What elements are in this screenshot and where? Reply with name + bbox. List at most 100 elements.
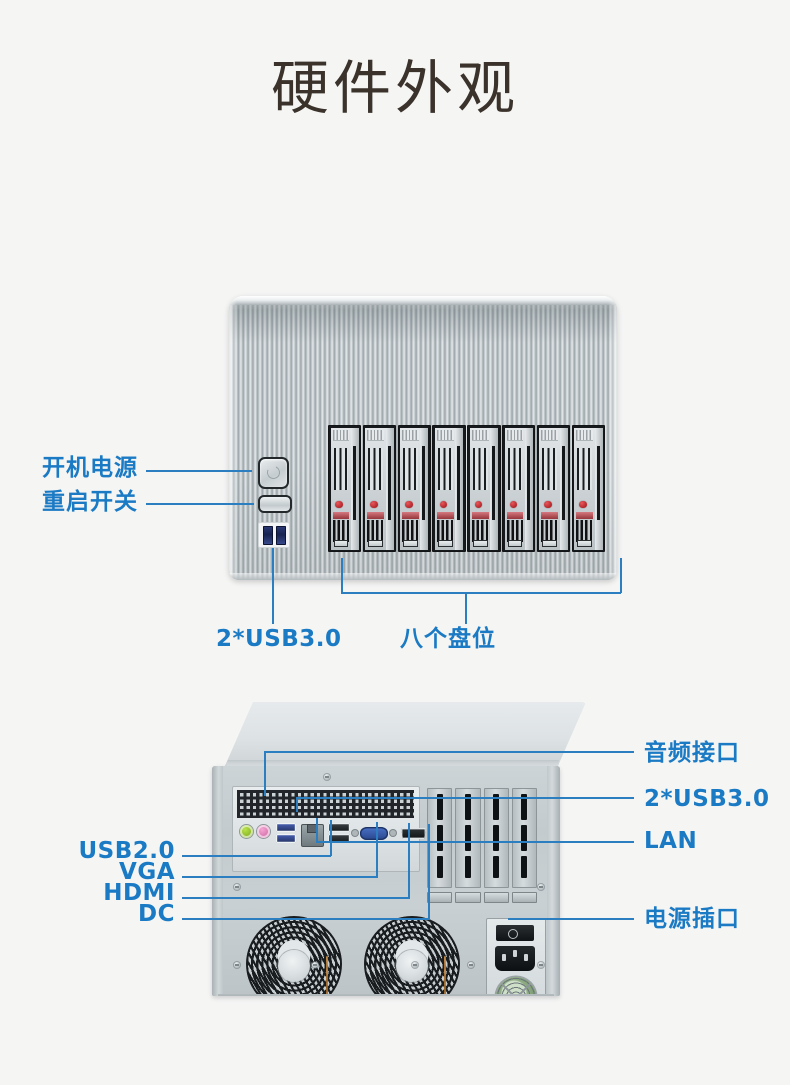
leader-line-audio-horizontal — [264, 751, 634, 753]
screw-icon — [538, 884, 544, 890]
psu-fan-grille — [496, 977, 536, 996]
drive-bay[interactable] — [432, 425, 466, 552]
callout-usb2-label: USB2.0 — [78, 838, 175, 864]
pci-slot-cover[interactable] — [511, 788, 537, 888]
usb-port-icon — [262, 525, 273, 545]
pci-slot-cover[interactable] — [427, 788, 453, 888]
callout-reset-label: 重启开关 — [42, 489, 138, 515]
leader-line-front-usb — [272, 548, 274, 624]
vga-port-icon[interactable] — [352, 827, 396, 840]
drive-lock-icon — [370, 500, 378, 508]
callout-vga-label: VGA — [119, 859, 175, 885]
drive-bay[interactable] — [571, 425, 606, 552]
leader-line-power-socket — [508, 918, 634, 920]
leader-line-rear-usb3-horizontal — [296, 797, 634, 799]
rear-right-post — [547, 766, 560, 996]
cooling-fan-grille — [246, 916, 342, 996]
leader-bracket-top — [341, 592, 621, 594]
drive-bay[interactable] — [328, 425, 362, 552]
reset-button[interactable] — [258, 495, 292, 513]
fan-wire — [326, 956, 328, 996]
power-inlet-socket[interactable] — [495, 946, 535, 971]
drive-lock-icon — [405, 500, 413, 508]
leader-line-hdmi-vertical — [408, 823, 410, 898]
front-right-edge — [608, 296, 617, 580]
chassis-lid-edge — [225, 760, 559, 769]
rear-usb3-ports[interactable] — [276, 823, 296, 846]
usb3-port-icon — [276, 834, 296, 843]
callout-rear-usb3-label: 2*USB3.0 — [644, 786, 770, 812]
callout-hdmi-label: HDMI — [103, 880, 175, 906]
callout-audio-label: 音频接口 — [644, 740, 740, 766]
pci-slot-group — [427, 788, 537, 888]
drive-bay[interactable] — [467, 425, 501, 552]
io-shield-plate — [232, 786, 449, 872]
chassis-foot — [218, 994, 554, 996]
drive-bay[interactable] — [502, 425, 536, 552]
drive-lock-icon — [439, 500, 448, 508]
cooling-fan-grille — [364, 916, 460, 996]
usb2-port-icon — [328, 834, 350, 843]
screw-icon — [324, 774, 330, 780]
leader-bracket-right — [620, 558, 622, 593]
leader-line-rear-usb3-vertical — [296, 798, 298, 812]
drive-lock-icon — [544, 500, 552, 508]
rear-panel — [212, 766, 560, 996]
leader-line-usb2-vertical — [330, 820, 332, 856]
screw-icon — [312, 962, 318, 968]
front-bottom-bevel — [229, 573, 617, 580]
callout-lan-label: LAN — [644, 828, 698, 854]
leader-line-vga-vertical — [376, 822, 378, 877]
drive-bay[interactable] — [397, 425, 431, 552]
fan-hub — [278, 950, 310, 982]
power-button[interactable] — [258, 457, 289, 489]
screw-icon — [412, 962, 418, 968]
leader-bracket-left — [341, 558, 343, 593]
pci-slot-tabs — [427, 892, 537, 903]
rear-chassis-image — [196, 702, 586, 1002]
callout-power-label: 开机电源 — [42, 455, 138, 481]
usb-port-icon — [275, 525, 286, 545]
leader-line-lan-vertical — [316, 818, 318, 842]
pci-slot-cover[interactable] — [455, 788, 481, 888]
pci-slot-cover[interactable] — [483, 788, 509, 888]
hdmi-port-icon[interactable] — [401, 828, 426, 839]
leader-line-audio-vertical — [264, 752, 266, 796]
usb3-port-icon — [276, 823, 296, 832]
leader-line-dc-horizontal — [182, 918, 430, 920]
drive-bay-cage — [328, 425, 606, 552]
chassis-top-lid — [224, 702, 586, 768]
drive-bay[interactable] — [536, 425, 571, 552]
drive-bay[interactable] — [362, 425, 397, 552]
drive-lock-icon — [474, 500, 483, 508]
callout-bays-label: 八个盘位 — [400, 626, 496, 652]
callout-front-usb-label: 2*USB3.0 — [216, 626, 342, 652]
screw-icon — [468, 962, 474, 968]
audio-jack-mic-icon[interactable] — [257, 825, 270, 838]
leader-line-usb2-horizontal — [182, 855, 331, 857]
leader-bracket-stem — [465, 592, 467, 624]
drive-lock-icon — [579, 500, 587, 508]
screw-icon — [234, 962, 240, 968]
drive-lock-icon — [509, 500, 517, 508]
callout-dc-label: DC — [138, 901, 175, 927]
rear-usb2-ports[interactable] — [328, 823, 350, 846]
page-title: 硬件外观 — [270, 54, 519, 122]
front-top-bevel — [229, 296, 617, 305]
lan-port-icon[interactable] — [301, 824, 324, 847]
front-panel — [229, 296, 617, 580]
power-icon — [265, 464, 282, 481]
leader-line-power — [146, 470, 252, 472]
io-vent-grille — [237, 790, 414, 818]
front-usb3-ports[interactable] — [258, 522, 290, 548]
power-rocker-switch[interactable] — [496, 925, 534, 941]
audio-jack-lineout-icon[interactable] — [240, 825, 253, 838]
fan-wire — [444, 956, 446, 996]
power-supply-module — [486, 918, 546, 996]
leader-line-reset — [146, 503, 254, 505]
leader-line-lan-horizontal — [316, 841, 634, 843]
front-chassis-image — [229, 296, 617, 580]
leader-line-vga-horizontal — [182, 876, 378, 878]
front-top-shading — [229, 305, 617, 343]
